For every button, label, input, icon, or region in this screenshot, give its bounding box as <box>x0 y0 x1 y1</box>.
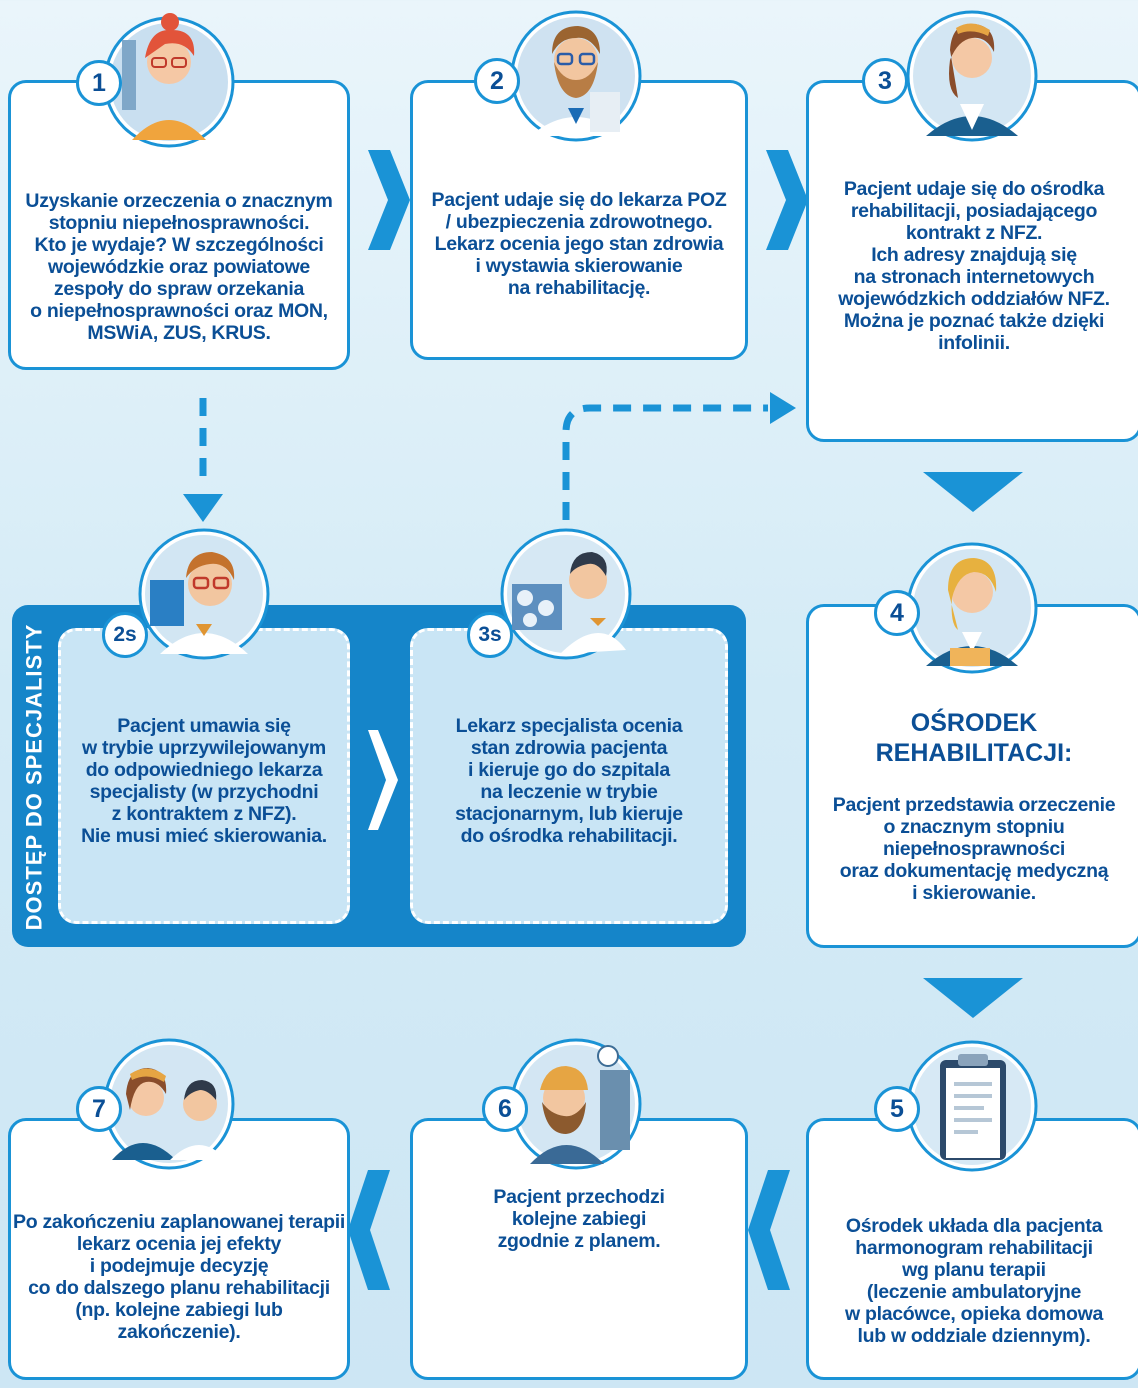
step-4-title: OŚRODEK REHABILITACJI: <box>875 709 1073 767</box>
step-7-text: Po zakończeniu zaplanowanej terapii leka… <box>13 1211 345 1343</box>
step-3-text: Pacjent udaje się do ośrodka rehabilitac… <box>838 178 1110 354</box>
arrow-head-3s-to-3 <box>770 392 796 424</box>
step-1-badge: 1 <box>76 60 122 106</box>
arrow-2-to-3 <box>766 150 808 250</box>
arrow-1-to-2 <box>368 150 410 250</box>
dashed-line-3s-to-3 <box>562 404 768 520</box>
step-6-badge: 6 <box>482 1086 528 1132</box>
step-3s-box: Lekarz specjalista ocenia stan zdrowia p… <box>410 628 728 924</box>
doctor-portrait-2s-icon <box>138 528 270 660</box>
step-2s-text: Pacjent umawia się w trybie uprzywilejow… <box>81 715 327 847</box>
step-4-badge: 4 <box>874 590 920 636</box>
doctor-portrait-2-icon <box>510 10 642 142</box>
step-7-badge: 7 <box>76 1086 122 1132</box>
step-4-text: Pacjent przedstawia orzeczenie o znaczny… <box>832 794 1116 904</box>
step-1-text: Uzyskanie orzeczenia o znacznym stopniu … <box>25 190 333 344</box>
step-2-badge: 2 <box>474 58 520 104</box>
step-3-box: Pacjent udaje się do ośrodka rehabilitac… <box>806 80 1138 442</box>
patient-portrait-6-icon <box>510 1038 642 1170</box>
step-6-text: Pacjent przechodzi kolejne zabiegi zgodn… <box>493 1186 665 1252</box>
arrow-head-1-to-2s <box>183 494 223 522</box>
step-3s-badge: 3s <box>467 612 513 658</box>
arrow-6-to-7 <box>348 1170 390 1290</box>
step-5-badge: 5 <box>874 1086 920 1132</box>
step-3s-text: Lekarz specjalista ocenia stan zdrowia p… <box>455 715 683 847</box>
receptionist-portrait-4-icon <box>906 542 1038 674</box>
doctor-portrait-3-icon <box>906 10 1038 142</box>
doctor-portrait-1-icon <box>103 13 235 148</box>
step-2s-badge: 2s <box>102 612 148 658</box>
doctor-portrait-3s-icon <box>500 528 632 660</box>
step-5-text: Ośrodek układa dla pacjenta harmonogram … <box>845 1215 1103 1347</box>
step-3-badge: 3 <box>862 58 908 104</box>
arrow-4-to-5 <box>923 978 1023 1018</box>
arrow-5-to-6 <box>748 1170 790 1290</box>
clipboard-document-5-icon <box>906 1040 1038 1172</box>
arrow-3-to-4 <box>923 472 1023 512</box>
step-2-text: Pacjent udaje się do lekarza POZ / ubezp… <box>431 189 727 299</box>
arrow-2s-to-3s <box>368 730 398 830</box>
doctor-patient-portrait-7-icon <box>103 1038 235 1170</box>
